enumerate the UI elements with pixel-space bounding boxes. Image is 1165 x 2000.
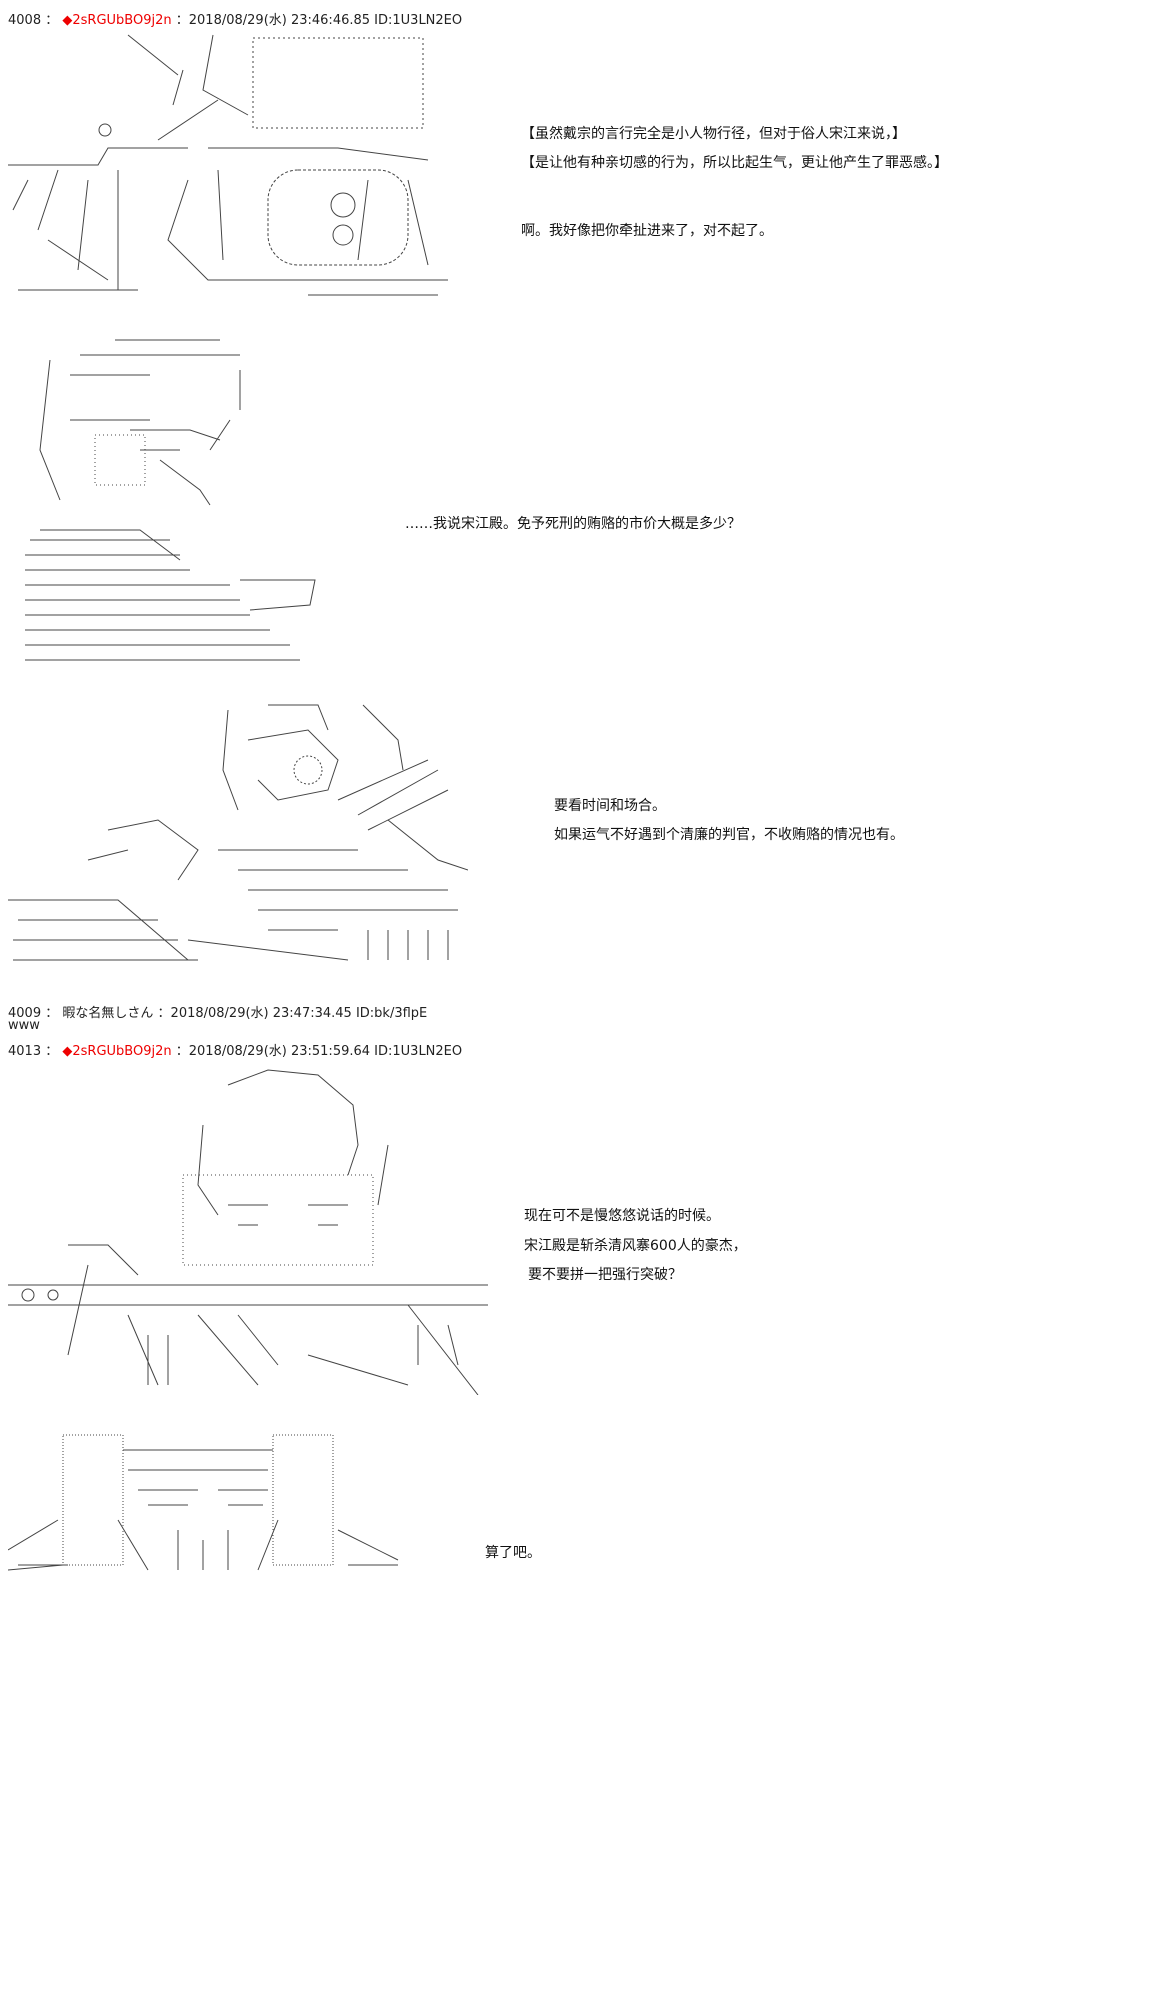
- post-header-4013: 4013 ： ◆2sRGUbBO9j2n ：2018/08/29(水) 23:5…: [8, 1040, 462, 1059]
- post-separator: ：: [45, 1044, 59, 1059]
- post-datetime: ：2018/08/29(水) 23:47:34.45 ID:bk/3flpE: [157, 1006, 428, 1021]
- post-header-4008: 4008 ： ◆2sRGUbBO9j2n ：2018/08/29(水) 23:4…: [8, 9, 462, 28]
- ascii-art-drawing: [8, 34, 448, 296]
- dialogue-line: 要不要拼一把强行突破？: [528, 1267, 682, 1283]
- post-datetime: ：2018/08/29(水) 23:46:46.85 ID:1U3LN2EO: [175, 13, 463, 28]
- post-header-4009: 4009 ： 暇な名無しさん ：2018/08/29(水) 23:47:34.4…: [8, 1002, 427, 1021]
- ascii-art-drawing: [8, 1069, 488, 1395]
- dialogue-line: 【虽然戴宗的言行完全是小人物行径，但对于俗人宋江来说，】: [521, 126, 906, 142]
- author-trip[interactable]: ◆2sRGUbBO9j2n: [62, 1044, 172, 1059]
- ascii-art-panel-5: [8, 1430, 408, 2000]
- post-body: www: [8, 1018, 40, 1033]
- post-number: 4008: [8, 13, 42, 28]
- poster-name: 暇な名無しさん: [62, 1006, 154, 1021]
- ascii-art-panel-1: [8, 30, 448, 300]
- dialogue-line: 现在可不是慢悠悠说话的时候。: [524, 1208, 720, 1224]
- ascii-art-drawing: [8, 704, 468, 961]
- dialogue-line: 【是让他有种亲切感的行为，所以比起生气，更让他产生了罪恶感。】: [521, 155, 948, 171]
- post-separator: ：: [45, 13, 59, 28]
- ascii-art-panel-4: [8, 1065, 493, 1395]
- post-datetime: ：2018/08/29(水) 23:51:59.64 ID:1U3LN2EO: [175, 1044, 463, 1059]
- author-trip[interactable]: ◆2sRGUbBO9j2n: [62, 13, 172, 28]
- dialogue-line: 如果运气不好遇到个清廉的判官，不收贿赂的情况也有。: [554, 827, 904, 843]
- ascii-art-panel-2: [10, 330, 330, 670]
- dialogue-line: 啊。我好像把你牵扯进来了，对不起了。: [521, 223, 773, 239]
- ascii-art-drawing: [8, 1434, 399, 1571]
- dialogue-line: 宋江殿是斩杀清风寨600人的豪杰，: [524, 1238, 747, 1254]
- dialogue-line: 算了吧。: [485, 1545, 541, 1561]
- ascii-art-panel-3: [8, 700, 468, 970]
- dialogue-line: 要看时间和场合。: [554, 798, 666, 814]
- ascii-art-drawing: [25, 339, 316, 661]
- post-number: 4013: [8, 1044, 42, 1059]
- post-separator: ：: [45, 1006, 59, 1021]
- post-number: 4009: [8, 1006, 42, 1021]
- dialogue-line: ……我说宋江殿。免予死刑的贿赂的市价大概是多少？: [405, 516, 741, 532]
